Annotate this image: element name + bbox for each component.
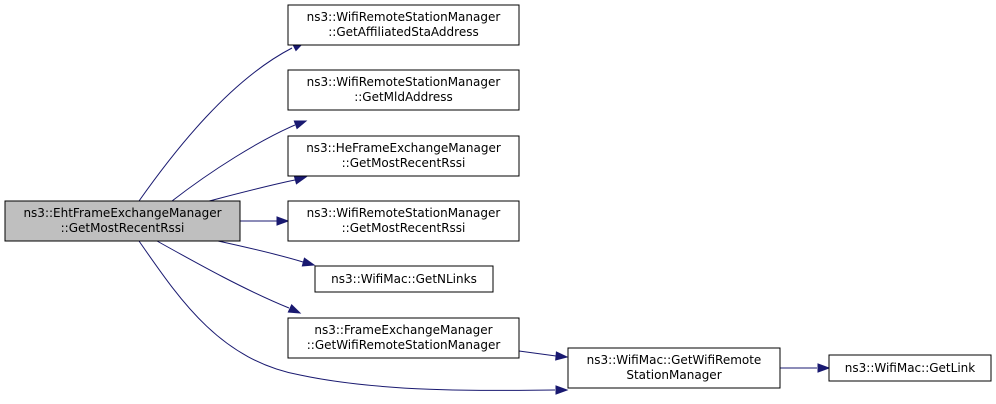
node-label-line2: StationManager — [626, 368, 721, 382]
arrowhead — [287, 303, 302, 314]
edge-root-n6 — [156, 240, 302, 314]
node-n2[interactable]: ns3::WifiRemoteStationManager::GetMldAdd… — [287, 69, 520, 111]
node-box[interactable] — [287, 135, 520, 177]
edge-line — [208, 179, 296, 202]
node-label-line1: ns3::WifiRemoteStationManager — [307, 206, 501, 220]
edge-root-n4 — [240, 216, 290, 226]
node-label-line2: ::GetAffiliatedStaAddress — [328, 25, 478, 39]
edge-root-n2 — [171, 120, 308, 202]
arrowhead — [276, 216, 290, 226]
arrowhead — [293, 120, 308, 130]
node-box[interactable] — [828, 354, 992, 382]
node-label-line2: ::GetMostRecentRssi — [342, 221, 466, 235]
node-n6[interactable]: ns3::FrameExchangeManager::GetWifiRemote… — [287, 317, 520, 359]
edge-n7-n8 — [780, 363, 831, 373]
arrowhead — [293, 175, 308, 185]
node-box[interactable] — [287, 200, 520, 242]
edge-line — [518, 350, 557, 357]
node-n8[interactable]: ns3::WifiMac::GetLink — [828, 354, 992, 382]
node-label-line1: ns3::WifiMac::GetWifiRemote — [587, 353, 762, 367]
edge-n6-n7 — [518, 350, 569, 361]
node-box[interactable] — [314, 265, 494, 293]
edge-root-n3 — [208, 175, 308, 202]
edge-root-n1 — [138, 41, 306, 202]
node-n4[interactable]: ns3::WifiRemoteStationManager::GetMostRe… — [287, 200, 520, 242]
edge-line — [138, 47, 293, 202]
node-n5[interactable]: ns3::WifiMac::GetNLinks — [314, 265, 494, 293]
arrowhead — [301, 257, 316, 267]
node-root[interactable]: ns3::EhtFrameExchangeManager::GetMostRec… — [4, 200, 241, 242]
node-box[interactable] — [567, 347, 781, 389]
node-label-line2: ::GetMostRecentRssi — [61, 221, 185, 235]
node-box[interactable] — [4, 200, 241, 242]
edge-line — [217, 240, 304, 263]
node-box[interactable] — [287, 317, 520, 359]
node-n1[interactable]: ns3::WifiRemoteStationManager::GetAffili… — [287, 4, 520, 46]
arrowhead — [817, 363, 831, 373]
node-label-line1: ns3::WifiRemoteStationManager — [307, 75, 501, 89]
edge-root-n5 — [217, 240, 316, 267]
edges-layer — [138, 41, 831, 395]
nodes-layer: ns3::EhtFrameExchangeManager::GetMostRec… — [4, 4, 992, 389]
node-box[interactable] — [287, 4, 520, 46]
edge-line — [156, 240, 290, 309]
node-label-line1: ns3::EhtFrameExchangeManager — [23, 206, 221, 220]
edge-line — [138, 240, 556, 391]
node-label-line1: ns3::WifiMac::GetNLinks — [331, 272, 477, 286]
node-label-line2: ::GetMldAddress — [354, 90, 453, 104]
node-box[interactable] — [287, 69, 520, 111]
node-label-line2: ::GetWifiRemoteStationManager — [307, 338, 501, 352]
node-label-line1: ns3::HeFrameExchangeManager — [306, 141, 501, 155]
arrowhead — [555, 351, 569, 361]
node-n7[interactable]: ns3::WifiMac::GetWifiRemoteStationManage… — [567, 347, 781, 389]
arrowhead — [555, 385, 569, 395]
node-n3[interactable]: ns3::HeFrameExchangeManager::GetMostRece… — [287, 135, 520, 177]
node-label-line1: ns3::WifiMac::GetLink — [845, 361, 975, 375]
edge-root-n7 — [138, 240, 569, 395]
edge-line — [171, 124, 296, 202]
node-label-line2: ::GetMostRecentRssi — [342, 156, 466, 170]
node-label-line1: ns3::WifiRemoteStationManager — [307, 10, 501, 24]
node-label-line1: ns3::FrameExchangeManager — [314, 323, 492, 337]
